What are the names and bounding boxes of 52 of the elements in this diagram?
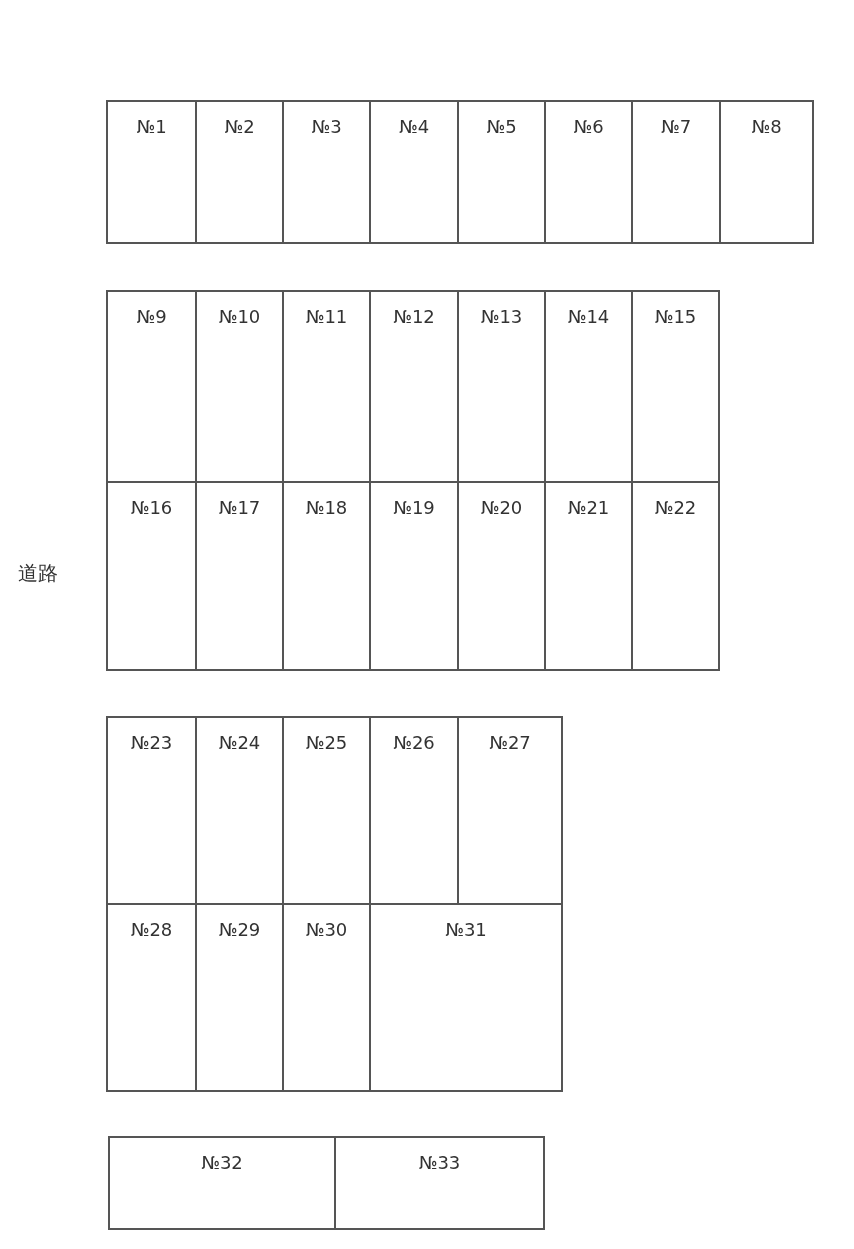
lot-cell <box>282 100 371 244</box>
lot-number: №33 <box>417 1152 462 1173</box>
lot-cell <box>457 716 563 905</box>
lot-cell <box>457 100 546 244</box>
lot-number: №12 <box>392 306 436 327</box>
lot-number: №13 <box>479 306 524 327</box>
lot-cell <box>106 716 197 905</box>
lot-number: №28 <box>129 919 174 940</box>
lot-number: №20 <box>479 497 524 518</box>
lot-number: №15 <box>653 306 698 327</box>
lot-number: №22 <box>653 497 698 518</box>
lot-number: №30 <box>304 919 349 940</box>
lot-number: №31 <box>444 919 488 940</box>
lot-number: №17 <box>217 497 262 518</box>
lot-number: №7 <box>659 116 693 137</box>
lot-number: №6 <box>572 116 605 137</box>
lot-number: №29 <box>217 919 262 940</box>
lot-cell <box>544 100 633 244</box>
lot-number: №16 <box>129 497 174 518</box>
lot-number: №4 <box>397 116 431 137</box>
lot-cell <box>631 290 720 483</box>
lot-cell <box>106 100 197 244</box>
lot-number: №21 <box>566 497 611 518</box>
lot-number: №2 <box>223 116 256 137</box>
lot-cell <box>631 100 721 244</box>
lot-cell <box>334 1136 545 1230</box>
lot-cell <box>108 1136 336 1230</box>
lot-number: №3 <box>310 116 343 137</box>
lot-number: №9 <box>135 306 168 327</box>
lot-number: №19 <box>392 497 436 518</box>
lot-cell <box>719 100 814 244</box>
lot-cell <box>631 481 720 671</box>
lot-number: №24 <box>217 732 262 753</box>
lot-cell <box>106 903 197 1092</box>
lot-number: №10 <box>217 306 262 327</box>
lot-number: №1 <box>135 116 168 137</box>
lot-number: №11 <box>304 306 349 327</box>
road-label: 道路 <box>18 560 58 587</box>
lot-cell <box>106 290 197 483</box>
lot-number: №27 <box>488 732 532 753</box>
lot-cell <box>369 903 563 1092</box>
lot-number: №5 <box>485 116 518 137</box>
lot-number: №26 <box>392 732 436 753</box>
lot-number: №8 <box>750 116 783 137</box>
lot-number: №23 <box>129 732 174 753</box>
lot-number: №25 <box>304 732 349 753</box>
lot-number: №14 <box>566 306 611 327</box>
lot-cell <box>106 481 197 671</box>
lot-cell <box>195 100 284 244</box>
lot-number: №32 <box>200 1152 244 1173</box>
lot-cell <box>369 100 459 244</box>
lot-number: №18 <box>304 497 349 518</box>
